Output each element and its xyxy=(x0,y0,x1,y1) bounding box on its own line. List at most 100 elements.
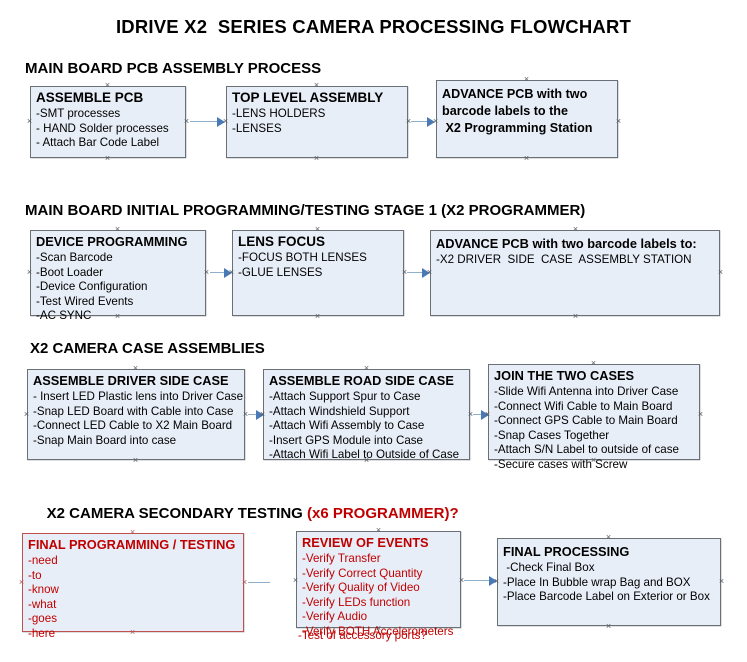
flow-box-assemble-road-side-case[interactable]: ASSEMBLE ROAD SIDE CASE -Attach Support … xyxy=(263,369,470,461)
flow-box-join-the-two-cases[interactable]: JOIN THE TWO CASES -Slide Wifi Antenna i… xyxy=(488,364,700,471)
connector-handle-left[interactable] xyxy=(26,269,33,276)
box-title: ASSEMBLE PCB xyxy=(36,90,144,105)
connector-handle-right[interactable] xyxy=(183,118,190,125)
flow-box-assemble-driver-side-case[interactable]: ASSEMBLE DRIVER SIDE CASE - Insert LED P… xyxy=(27,369,245,460)
connector-handle-left[interactable] xyxy=(26,118,33,125)
flow-box-final-programming-testing[interactable]: FINAL PROGRAMMING / TESTING -need -to -k… xyxy=(22,533,244,640)
connector-line xyxy=(407,272,423,274)
connector-handle-top[interactable] xyxy=(590,360,597,367)
connector-handle-top[interactable] xyxy=(363,365,370,372)
box-title: TOP LEVEL ASSEMBLY xyxy=(232,90,384,105)
connector-handle-bottom[interactable] xyxy=(375,625,382,632)
section-heading-main-board-initial-programming: MAIN BOARD INITIAL PROGRAMMING/TESTING S… xyxy=(25,202,586,219)
box-line: -what xyxy=(28,597,57,611)
flow-box-final-processing[interactable]: FINAL PROCESSING -Check Final Box -Place… xyxy=(497,538,721,626)
connector-handle-top[interactable] xyxy=(605,534,612,541)
connector-handle-left[interactable] xyxy=(426,269,433,276)
box-line: -Attach Windshield Support xyxy=(269,404,410,418)
document-title: IDRIVE X2 SERIES CAMERA PROCESSING FLOWC… xyxy=(115,16,632,37)
flow-box-advance-pcb-to-programming-station[interactable]: ADVANCE PCB with two barcode labels to t… xyxy=(436,80,618,158)
connector-handle-bottom[interactable] xyxy=(104,155,111,162)
connector-handle-top[interactable] xyxy=(313,82,320,89)
connector-handle-right[interactable] xyxy=(718,578,725,585)
connector-line xyxy=(210,272,225,274)
box-line: -Verify Audio xyxy=(302,610,368,624)
connector-handle-bottom[interactable] xyxy=(314,313,321,320)
connector-handle-bottom[interactable] xyxy=(114,313,121,320)
box-line: -X2 DRIVER SIDE CASE ASSEMBLY STATION xyxy=(436,253,692,266)
connector-handle-bottom[interactable] xyxy=(572,313,579,320)
box-title: ASSEMBLE DRIVER SIDE CASE xyxy=(33,373,229,388)
box-line: -Device Configuration xyxy=(36,280,148,294)
connector-line xyxy=(190,121,218,123)
connector-arrowhead xyxy=(217,117,225,127)
connector-handle-left[interactable] xyxy=(222,118,229,125)
flow-box-assemble-pcb[interactable]: ASSEMBLE PCB -SMT processes - HAND Solde… xyxy=(30,86,186,158)
connector-handle-left[interactable] xyxy=(18,579,25,586)
box-title: LENS FOCUS xyxy=(238,234,326,249)
connector-handle-top[interactable] xyxy=(572,226,579,233)
connector-handle-right[interactable] xyxy=(203,269,210,276)
box-line: -Verify Transfer xyxy=(302,552,381,565)
connector-handle-bottom[interactable] xyxy=(605,623,612,630)
box-title: ADVANCE PCB with two barcode labels to: xyxy=(436,236,697,251)
connector-handle-top[interactable] xyxy=(132,365,139,372)
box-line: -to xyxy=(28,568,42,582)
flow-box-review-of-events[interactable]: REVIEW OF EVENTS -Verify Transfer -Verif… xyxy=(296,531,461,638)
box-title: REVIEW OF EVENTS xyxy=(302,535,429,550)
connector-handle-left[interactable] xyxy=(23,411,30,418)
flow-box-advance-pcb-to-driver-side-case[interactable]: ADVANCE PCB with two barcode labels to: … xyxy=(430,230,720,316)
flow-box-lens-focus[interactable]: LENS FOCUS -FOCUS BOTH LENSES -GLUE LENS… xyxy=(232,230,404,316)
box-title: JOIN THE TWO CASES xyxy=(494,368,635,383)
connector-handle-right[interactable] xyxy=(615,118,622,125)
box-line: X2 Programming Station xyxy=(442,121,593,135)
connector-handle-top[interactable] xyxy=(114,226,121,233)
box-overflow-line-test-of-accessory-ports: -Test of accessory ports? xyxy=(298,629,427,642)
connector-line xyxy=(473,414,483,416)
box-line: -need xyxy=(28,554,58,567)
connector-handle-left[interactable] xyxy=(259,411,266,418)
box-line: -Snap LED Board with Cable into Case xyxy=(33,404,234,418)
box-line: -GLUE LENSES xyxy=(238,265,323,279)
connector-handle-bottom[interactable] xyxy=(129,629,136,636)
connector-handle-bottom[interactable] xyxy=(132,457,139,464)
connector-handle-top[interactable] xyxy=(104,82,111,89)
connector-handle-left[interactable] xyxy=(432,118,439,125)
connector-handle-left[interactable] xyxy=(484,411,491,418)
box-line: -Boot Loader xyxy=(36,265,104,279)
box-line: -LENSES xyxy=(232,121,282,135)
connector-handle-right[interactable] xyxy=(717,269,724,276)
connector-handle-bottom[interactable] xyxy=(363,457,370,464)
connector-handle-top[interactable] xyxy=(375,527,382,534)
box-line: -Attach Wifi Assembly to Case xyxy=(269,419,425,433)
connector-line xyxy=(248,414,258,416)
connector-handle-left[interactable] xyxy=(292,577,299,584)
box-line: -Place In Bubble wrap Bag and BOX xyxy=(503,575,691,589)
box-line: -Attach Support Spur to Case xyxy=(269,390,421,403)
connector-handle-top[interactable] xyxy=(129,529,136,536)
box-line: -here xyxy=(28,626,56,640)
connector-handle-right[interactable] xyxy=(241,579,248,586)
connector-handle-top[interactable] xyxy=(314,226,321,233)
connector-handle-left[interactable] xyxy=(493,578,500,585)
box-title: DEVICE PROGRAMMING xyxy=(36,234,188,249)
connector-arrowhead xyxy=(427,117,435,127)
box-line: - HAND Solder processes xyxy=(36,121,169,135)
flow-box-device-programming[interactable]: DEVICE PROGRAMMING -Scan Barcode -Boot L… xyxy=(30,230,206,322)
connector-handle-right[interactable] xyxy=(697,411,704,418)
connector-handle-bottom[interactable] xyxy=(313,155,320,162)
box-line: -Snap Cases Together xyxy=(494,428,610,442)
flow-box-top-level-assembly[interactable]: TOP LEVEL ASSEMBLY -LENS HOLDERS -LENSES xyxy=(226,86,408,158)
connector-handle-bottom[interactable] xyxy=(590,457,597,464)
box-line: -Connect LED Cable to X2 Main Board xyxy=(33,419,233,433)
box-line: -LENS HOLDERS xyxy=(232,107,326,120)
connector-handle-left[interactable] xyxy=(228,269,235,276)
box-line: -Verify BOTH Accelerometers xyxy=(302,624,454,638)
box-line: - Attach Bar Code Label xyxy=(36,136,160,150)
box-title: FINAL PROGRAMMING / TESTING xyxy=(28,537,236,552)
connector-line xyxy=(464,580,490,582)
connector-handle-top[interactable] xyxy=(523,76,530,83)
connector-handle-bottom[interactable] xyxy=(523,155,530,162)
box-line: -know xyxy=(28,583,59,597)
